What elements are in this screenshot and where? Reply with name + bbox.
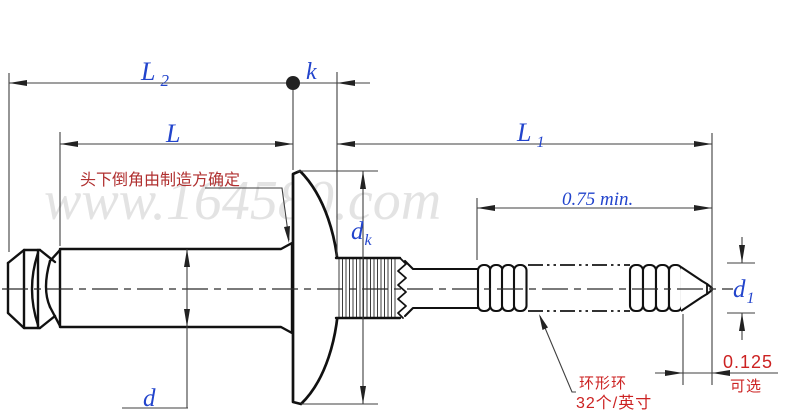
mandrel-head xyxy=(6,248,62,330)
dim-dk xyxy=(297,170,378,405)
note-chamfer: 头下倒角由制造方确定 xyxy=(80,171,240,189)
label-l: L xyxy=(165,119,180,148)
dim-dot xyxy=(286,76,300,90)
note-rings-line1: 环形环 xyxy=(579,375,627,392)
leader-chamfer-note xyxy=(205,187,290,243)
knurl xyxy=(334,256,407,320)
dim-l1 xyxy=(337,141,712,147)
dim-l xyxy=(60,141,293,147)
note-rings-line2: 32个/英寸 xyxy=(576,394,652,412)
dim-tip-length xyxy=(655,370,778,376)
leader-rings-note xyxy=(539,314,576,393)
watermark-text: www.164580.com xyxy=(44,170,441,232)
ring-group-1 xyxy=(476,263,528,313)
label-tip-optional: 可选 xyxy=(730,378,762,395)
label-k: k xyxy=(306,59,317,85)
mandrel-shaft xyxy=(403,259,481,318)
dim-k-arrow xyxy=(337,80,355,86)
label-dk: dk xyxy=(351,218,373,249)
label-d: d xyxy=(143,385,156,412)
label-d1: d1 xyxy=(733,276,755,307)
dim-min-grip xyxy=(477,205,712,211)
ring-group-2 xyxy=(628,263,684,313)
ring-continuation xyxy=(528,264,630,312)
dim-d xyxy=(122,249,190,409)
label-tip-length: 0.125 xyxy=(723,352,773,372)
dim-d1 xyxy=(727,237,755,340)
dim-l2 xyxy=(9,76,370,90)
label-min-grip: 0.75 min. xyxy=(562,189,633,210)
rivet-body xyxy=(58,241,294,335)
